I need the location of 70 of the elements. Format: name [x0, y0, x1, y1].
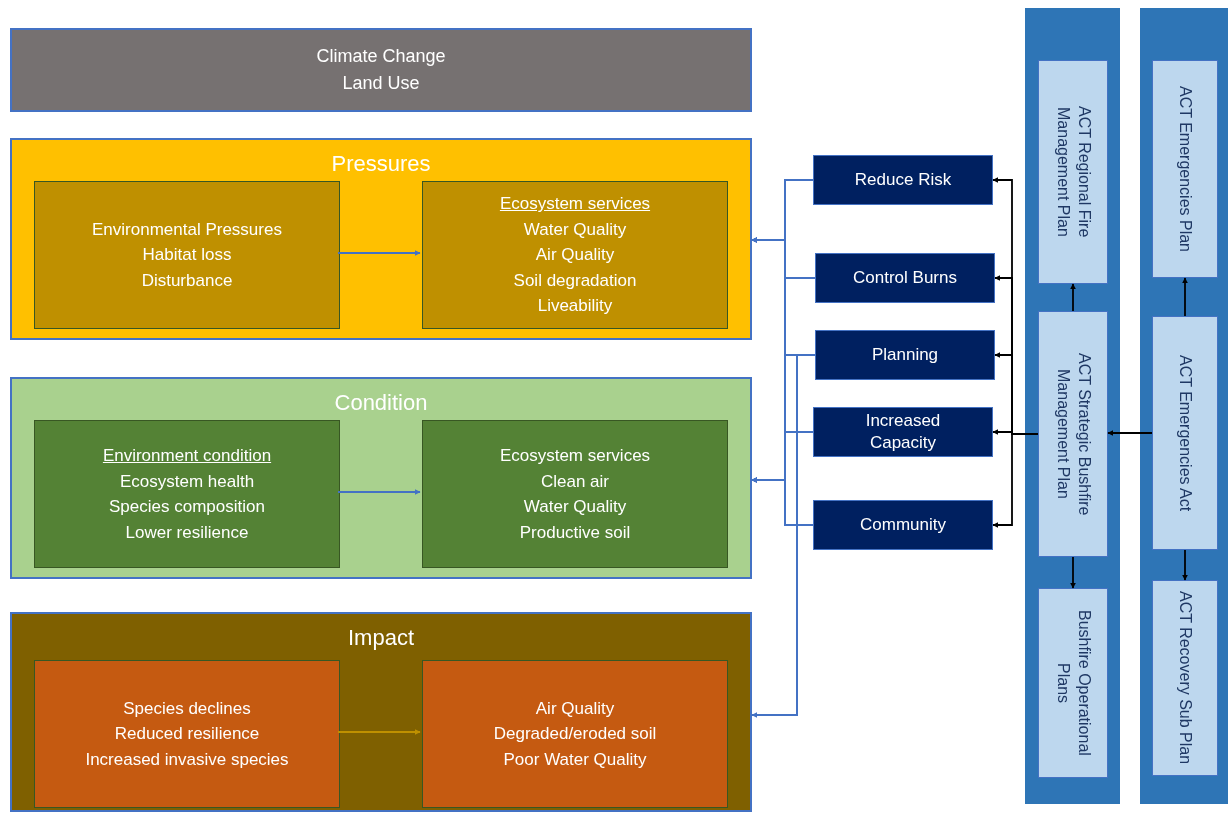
box-text: Water Quality — [523, 218, 627, 241]
action-box — [813, 500, 993, 550]
content-box — [422, 181, 728, 329]
action-box — [815, 330, 995, 380]
box-text: ACT Emergencies Plan — [1176, 86, 1196, 252]
plan-box — [1152, 580, 1218, 776]
box-heading: Environment condition — [102, 445, 272, 467]
plan-column — [1140, 8, 1228, 804]
box-text: Soil degradation — [513, 269, 637, 292]
box-text: Community — [859, 513, 947, 536]
box-text: Climate Change — [316, 45, 446, 68]
box-text: Habitat loss — [142, 244, 232, 267]
box-text: Land Use — [342, 72, 420, 95]
content-box — [422, 420, 728, 568]
plan-box — [1038, 311, 1108, 557]
plan-box — [1038, 60, 1108, 284]
box-text: Liveability — [537, 295, 613, 318]
box-text: Ecosystem services — [499, 445, 651, 467]
action-box — [813, 407, 993, 457]
box-heading: Ecosystem services — [499, 193, 651, 216]
band-title: Impact — [348, 624, 414, 652]
box-text: Air Quality — [535, 697, 615, 720]
box-text: Species declines — [123, 697, 251, 720]
box-text: Species composition — [109, 496, 265, 518]
box-text: Clean air — [540, 470, 609, 493]
category-band — [10, 612, 752, 812]
action-box — [815, 253, 995, 303]
box-text: ACT Recovery Sub Plan — [1176, 591, 1196, 765]
box-text: ACT Regional Fire Management Plan — [1054, 105, 1094, 240]
box-text: Water Quality — [523, 496, 627, 518]
plan-box — [1152, 60, 1218, 278]
action-box — [813, 155, 993, 205]
arrow — [1070, 283, 1076, 312]
box-text: Reduce Risk — [853, 168, 953, 191]
arrow — [337, 729, 421, 735]
box-text: Disturbance — [141, 269, 233, 292]
box-text: ACT Emergencies Act — [1176, 354, 1196, 512]
content-box — [34, 660, 340, 808]
box-text: Poor Water Quality — [503, 748, 647, 771]
box-text: Increased Capacity — [864, 409, 942, 454]
box-text: Bushfire Operational Plans — [1054, 609, 1094, 758]
plan-column — [1025, 8, 1120, 804]
arrow — [1107, 430, 1153, 436]
content-box — [422, 660, 728, 808]
box-text: Lower resilience — [125, 521, 249, 544]
band-title: Pressures — [331, 150, 431, 178]
box-text: Degraded/eroded soil — [493, 723, 657, 746]
box-text: ACT Strategic Bushfire Management Plan — [1054, 351, 1094, 518]
arrow — [337, 250, 421, 256]
category-band — [10, 138, 752, 340]
plan-box — [1152, 316, 1218, 550]
content-box — [34, 420, 340, 568]
plan-box — [1038, 588, 1108, 778]
box-text: Environmental Pressures — [92, 218, 282, 241]
arrow — [1182, 549, 1188, 581]
band-title: Condition — [334, 389, 428, 417]
box-text: Productive soil — [519, 521, 631, 544]
arrow — [1182, 277, 1188, 317]
box-text: Increased invasive species — [85, 748, 289, 771]
box-text: Ecosystem health — [119, 470, 255, 493]
box-text: Planning — [870, 343, 940, 366]
category-band — [10, 377, 752, 579]
driver-box — [10, 28, 752, 112]
box-text: Control Burns — [852, 266, 958, 289]
arrow — [751, 477, 814, 526]
arrow — [337, 489, 421, 495]
box-text: Reduced resilience — [114, 723, 260, 746]
content-box — [34, 181, 340, 329]
arrow — [1070, 556, 1076, 589]
box-text: Air Quality — [535, 244, 615, 267]
